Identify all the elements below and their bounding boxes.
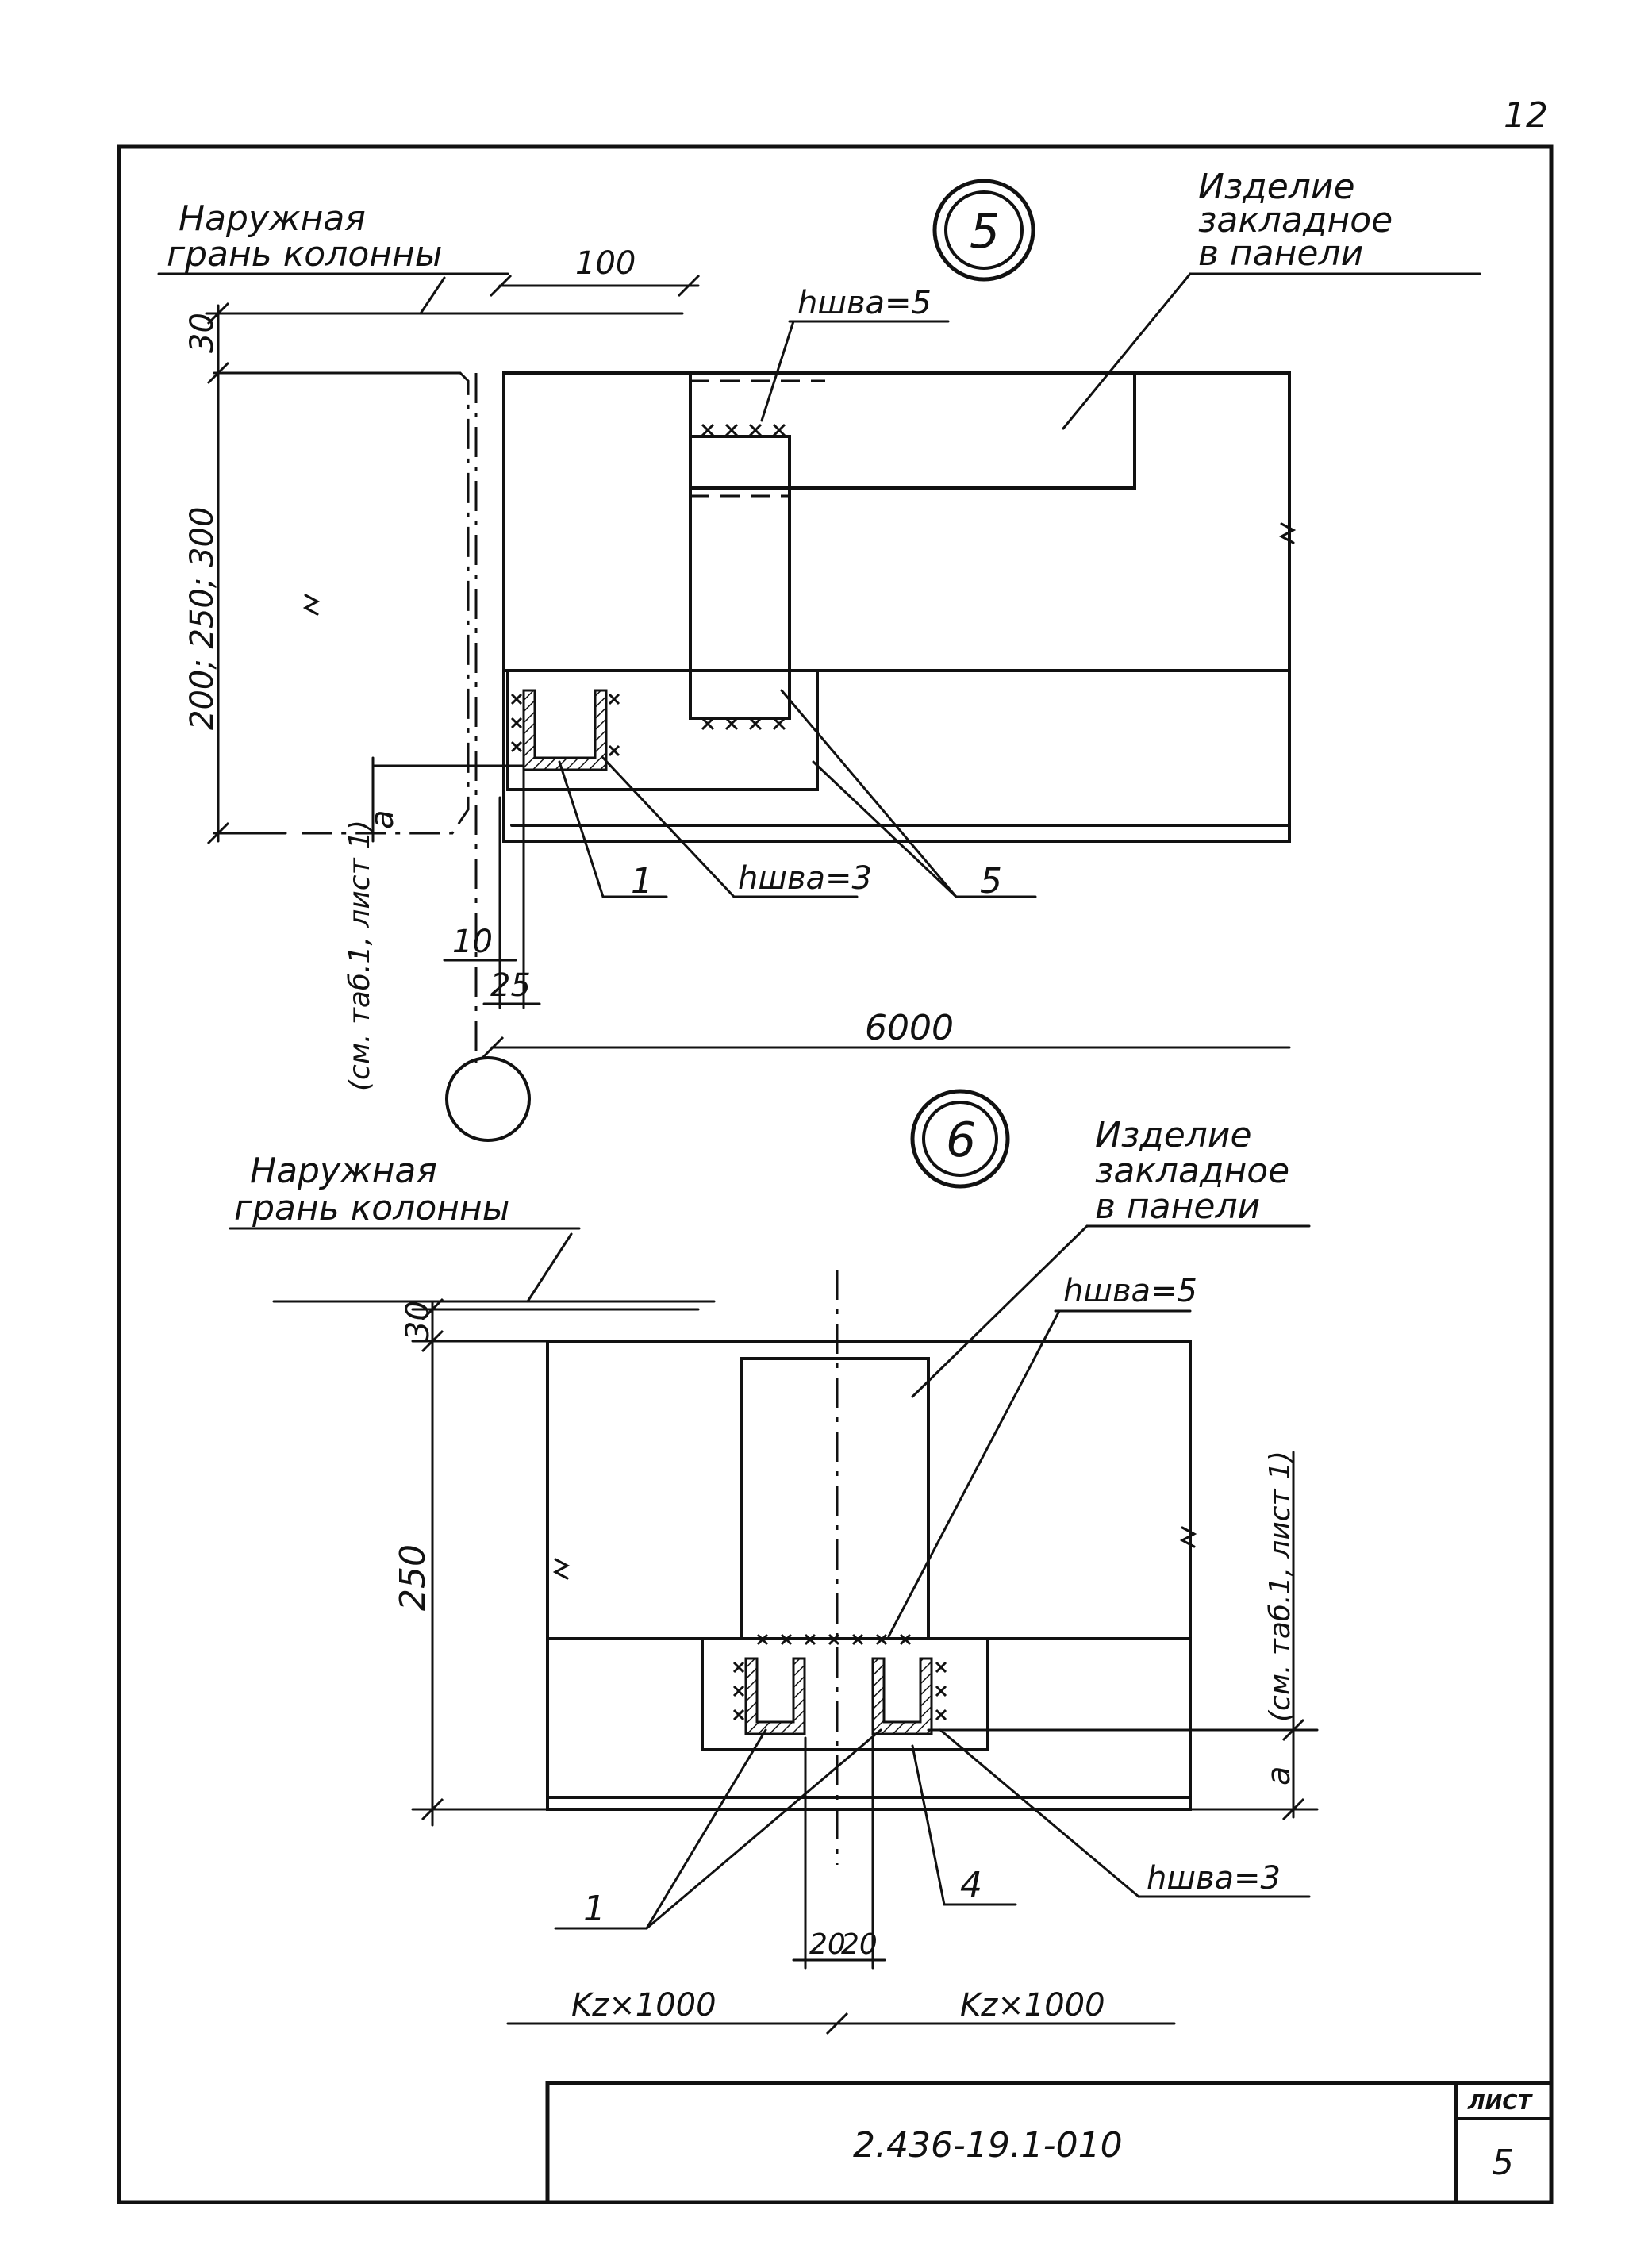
weld-top-label: hшва=5	[1063, 1273, 1197, 1309]
weld-top-leader	[887, 1309, 1061, 1638]
dim-20b-label: 20	[841, 1928, 878, 1961]
outer-face-label-line2: грань колонны	[167, 234, 443, 275]
dim-30-label: 30	[184, 313, 221, 353]
embedded-label-line2: закладное	[1095, 1151, 1289, 1191]
embedded-label-line3: в панели	[1198, 233, 1363, 274]
embedded-plate	[689, 371, 1136, 490]
axis-bubble	[445, 1056, 531, 1142]
document-code: 2.436-19.1-010	[853, 2125, 1123, 2166]
weld-top-leader	[760, 320, 795, 422]
pos-5-leader-a	[780, 689, 958, 898]
pos-4-leader	[911, 1744, 946, 1906]
embedded-label-line2: закладное	[1198, 200, 1393, 240]
weld-bottom-label: hшва=3	[738, 860, 872, 897]
pos-1-label: 1	[583, 1889, 605, 1929]
detail-5: 5 Наружная грань колонны Изделие закладн…	[157, 167, 1481, 1142]
outer-face-label-line1: Наружная	[179, 198, 366, 239]
dim-6000-label: 6000	[865, 1008, 954, 1048]
see-table-label: (см. таб.1, лист 1)	[344, 820, 376, 1091]
detail-5-marker-outer	[932, 179, 1035, 282]
sheet-label: ЛИСТ	[1467, 2091, 1533, 2115]
dim-10-label: 10	[452, 924, 493, 960]
dim-a-label: а	[364, 809, 401, 829]
dim-tick	[421, 1329, 444, 1353]
break-mark	[302, 594, 321, 616]
dim-tick	[206, 361, 230, 385]
embedded-leader	[1062, 272, 1192, 430]
pos-1-leader-a	[645, 1728, 767, 1930]
weld-top-label: hшва=5	[797, 285, 932, 321]
dim-tick	[1281, 1797, 1305, 1821]
detail-5-marker-label: 5	[970, 204, 1000, 259]
pos-5-label: 5	[980, 861, 1002, 901]
pos-1-leader-b	[645, 1728, 882, 1930]
break-mark	[1179, 1526, 1197, 1548]
pos-5-leader-b	[812, 760, 958, 898]
embedded-plate	[740, 1357, 930, 1640]
channel-profile-left	[744, 1657, 806, 1735]
detail-6-marker-label: 6	[946, 1113, 976, 1168]
channel-profile-right	[871, 1657, 933, 1735]
dim-25-label: 25	[490, 967, 531, 1004]
connecting-plate	[689, 435, 791, 720]
see-table-label: (см. таб.1, лист 1)	[1264, 1451, 1297, 1722]
column-outline	[294, 371, 470, 835]
panel-outline	[502, 371, 1291, 843]
page-number: 12	[1504, 95, 1548, 136]
pos-1-label: 1	[631, 861, 653, 901]
embedded-label-line3: в панели	[1095, 1186, 1260, 1227]
dim-20a-label: 20	[809, 1928, 846, 1961]
dim-tick	[825, 2012, 849, 2035]
dim-100-label: 100	[575, 245, 636, 282]
embedded-label-line1: Изделие	[1095, 1115, 1252, 1155]
lower-embedded-part	[701, 1637, 989, 1751]
dim-tick	[421, 1297, 444, 1321]
dim-30-label: 30	[400, 1301, 436, 1341]
channel-profile	[522, 689, 608, 771]
outer-face-label-line2: грань колонны	[234, 1188, 510, 1228]
weld-marks	[510, 423, 786, 757]
detail-6: 6 Наружная грань колонны Изделие закладн…	[229, 1089, 1319, 2035]
dim-tick	[489, 274, 513, 298]
dim-height-label: 200; 250; 300	[184, 507, 221, 730]
title-block-frame	[545, 2081, 1554, 2204]
k-left-label: Kz×1000	[571, 1987, 717, 2024]
break-mark	[552, 1558, 571, 1580]
embedded-leader	[911, 1224, 1089, 1398]
sheet-number: 5	[1492, 2143, 1514, 2183]
pos-1-leader	[558, 760, 605, 898]
dim-tick	[677, 274, 701, 298]
detail-6-marker-inner	[922, 1101, 998, 1177]
weld-marks	[732, 1633, 947, 1721]
weld-bottom-leader	[601, 756, 736, 898]
outer-face-leader	[526, 1232, 573, 1303]
weld-bottom-label: hшва=3	[1147, 1860, 1281, 1897]
weld-bottom-leader	[939, 1728, 1140, 1898]
outer-face-label-line1: Наружная	[250, 1151, 437, 1191]
panel-outline	[546, 1340, 1192, 1811]
dim-tick	[206, 302, 230, 325]
dim-250-label: 250	[393, 1544, 433, 1611]
lower-embedded-part	[506, 669, 819, 791]
k-right-label: Kz×1000	[960, 1987, 1105, 2024]
outer-face-leader	[419, 276, 446, 315]
embedded-label-line1: Изделие	[1198, 167, 1355, 207]
title-block: 2.436-19.1-010 ЛИСТ 5	[545, 2081, 1554, 2204]
pos-4-label: 4	[960, 1865, 982, 1905]
dim-a-label: а	[1261, 1766, 1297, 1785]
detail-5-marker-inner	[944, 190, 1024, 270]
detail-6-marker-outer	[910, 1089, 1010, 1189]
break-mark	[1278, 522, 1297, 544]
dim-tick	[1281, 1718, 1305, 1742]
dim-tick	[481, 1036, 505, 1059]
